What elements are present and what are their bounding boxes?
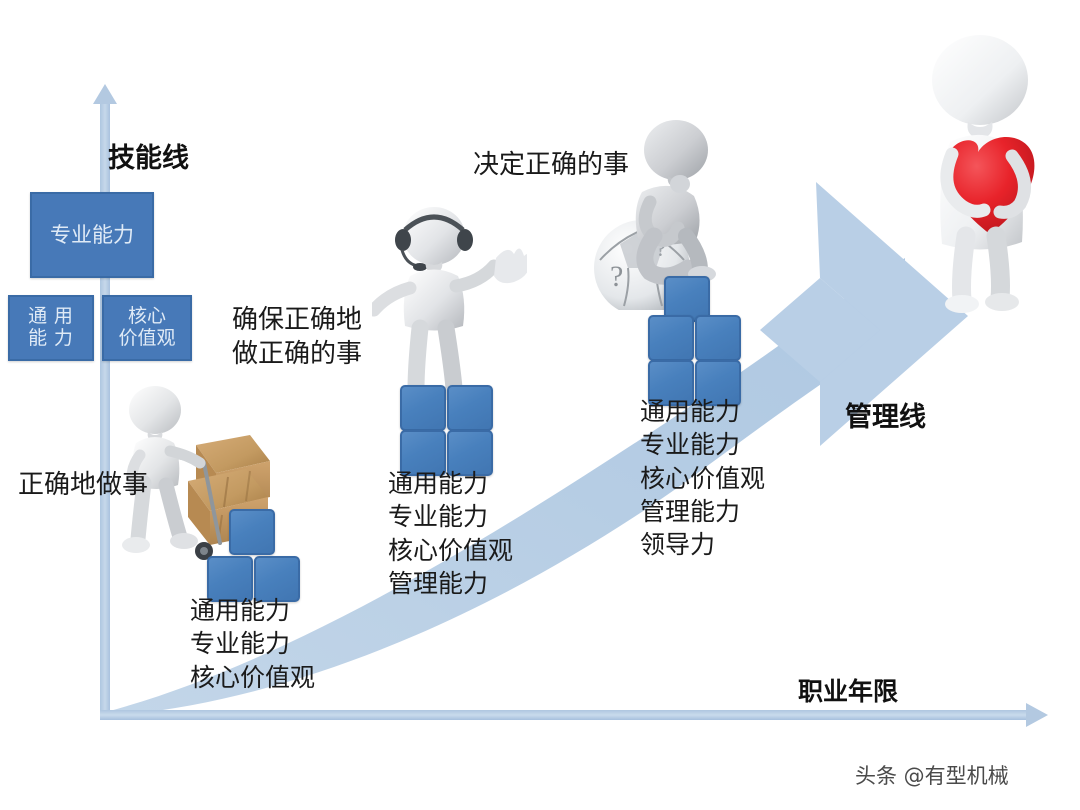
blue-cube-icon (400, 385, 446, 431)
headset-icon (395, 214, 473, 271)
blue-cube-icon (695, 360, 741, 406)
blue-cube-icon (664, 276, 710, 322)
arrow-right-icon (1026, 703, 1048, 727)
blue-cube-icon (400, 430, 446, 476)
stage-2-competence-list: 通用能力 专业能力 核心价值观 管理能力 (388, 471, 514, 598)
stage-2-caption: 确保正确地 做正确的事 (232, 305, 363, 368)
figure-body (122, 386, 206, 553)
skill-axis-label: 技能线 (108, 143, 189, 174)
thinker-body (635, 120, 716, 285)
blue-cube-icon (447, 385, 493, 431)
skill-axis-line (100, 95, 110, 715)
svg-text:?: ? (610, 260, 623, 293)
competence-box-general: 通 用 能 力 (8, 295, 94, 361)
blue-cube-icon (254, 556, 300, 602)
arrow-up-icon (93, 84, 117, 104)
blue-cube-icon (447, 430, 493, 476)
watermark: 头条 @有型机械 (855, 764, 1009, 788)
svg-text:?: ? (656, 236, 666, 261)
competence-box-core: 核心 价值观 (102, 295, 192, 361)
blue-cube-icon (229, 509, 275, 555)
blue-cube-icon (648, 315, 694, 361)
stage-1-competence-list: 通用能力 专业能力 核心价值观 (190, 598, 316, 692)
stage-3-caption: 决定正确的事 (473, 150, 630, 179)
competence-box-professional: 专业能力 (30, 192, 154, 278)
figure-holding-red-heart (932, 35, 1035, 313)
blue-cube-icon (207, 556, 253, 602)
career-axis-line (100, 710, 1030, 720)
management-line-label: 管理线 (845, 402, 926, 433)
stage-1-caption: 正确地做事 (18, 470, 149, 499)
stage-3-competence-list: 通用能力 专业能力 核心价值观 管理能力 领导力 (640, 399, 766, 559)
headset-presenter-figure (372, 207, 527, 404)
blue-cube-icon (695, 315, 741, 361)
growth-arrow-head-joint (760, 278, 880, 382)
career-axis-label: 职业年限 (798, 677, 899, 706)
thinker-on-ball-figure: ? ? (594, 120, 716, 310)
blue-cube-icon (648, 360, 694, 406)
